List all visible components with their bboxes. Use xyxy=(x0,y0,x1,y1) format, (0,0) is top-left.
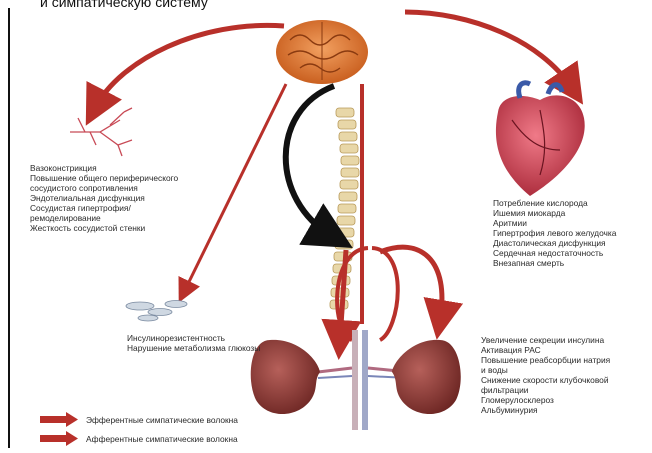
vascular-item: Вазоконстрикция xyxy=(30,163,178,173)
metabolic-item: Инсулинорезистентность xyxy=(127,333,260,343)
heart-item: Аритмии xyxy=(493,218,616,228)
kidney-item: Повышение реабсорбции натрия xyxy=(481,355,610,365)
right-kidney-illustration xyxy=(392,340,461,414)
vascular-effects-list: Вазоконстрикция Повышение общего перифер… xyxy=(30,163,178,233)
vascular-item: Эндотелиальная дисфункция xyxy=(30,193,178,203)
metabolic-item: Нарушение метаболизма глюкозы xyxy=(127,343,260,353)
brain-illustration xyxy=(276,20,368,84)
heart-illustration xyxy=(496,83,585,196)
kidney-item: фильтрации xyxy=(481,385,610,395)
legend-efferent-arrow xyxy=(40,412,78,427)
kidney-item: Увеличение секреции инсулина xyxy=(481,335,610,345)
vascular-item: Жесткость сосудистой стенки xyxy=(30,223,178,233)
arrow-efferent-dark xyxy=(286,86,334,236)
metabolic-effects-list: Инсулинорезистентность Нарушение метабол… xyxy=(127,333,260,353)
kidney-item: Активация РАС xyxy=(481,345,610,355)
legend-efferent-label: Эфферентные симпатические волокна xyxy=(86,415,238,425)
arrow-brain-to-metabolic xyxy=(184,84,286,292)
blood-vessels-illustration xyxy=(70,108,132,156)
vascular-item: ремоделирование xyxy=(30,213,178,223)
kidney-item: Гломерулосклероз xyxy=(481,395,610,405)
kidney-item: и воды xyxy=(481,365,610,375)
arrow-brain-to-heart xyxy=(405,12,572,88)
kidney-effects-list: Увеличение секреции инсулина Активация Р… xyxy=(481,335,610,415)
renal-vessels xyxy=(318,330,408,430)
heart-item: Сердечная недостаточность xyxy=(493,248,616,258)
loop-right xyxy=(372,248,398,340)
kidney-item: Альбуминурия xyxy=(481,405,610,415)
heart-effects-list: Потребление кислорода Ишемия миокарда Ар… xyxy=(493,198,616,268)
heart-item: Диастолическая дисфункция xyxy=(493,238,616,248)
kidney-item: Снижение скорости клубочковой xyxy=(481,375,610,385)
vascular-item: сосудистого сопротивления xyxy=(30,183,178,193)
heart-item: Потребление кислорода xyxy=(493,198,616,208)
heart-item: Гипертрофия левого желудочка xyxy=(493,228,616,238)
vascular-item: Сосудистая гипертрофия/ xyxy=(30,203,178,213)
heart-item: Внезапная смерть xyxy=(493,258,616,268)
arrow-brain-to-vessels xyxy=(95,25,284,108)
legend-afferent-arrow xyxy=(40,431,78,446)
legend-afferent-label: Афферентные симпатические волокна xyxy=(86,434,238,444)
heart-item: Ишемия миокарда xyxy=(493,208,616,218)
vascular-item: Повышение общего периферического xyxy=(30,173,178,183)
cells-illustration xyxy=(126,301,187,322)
left-kidney-illustration xyxy=(251,340,320,414)
